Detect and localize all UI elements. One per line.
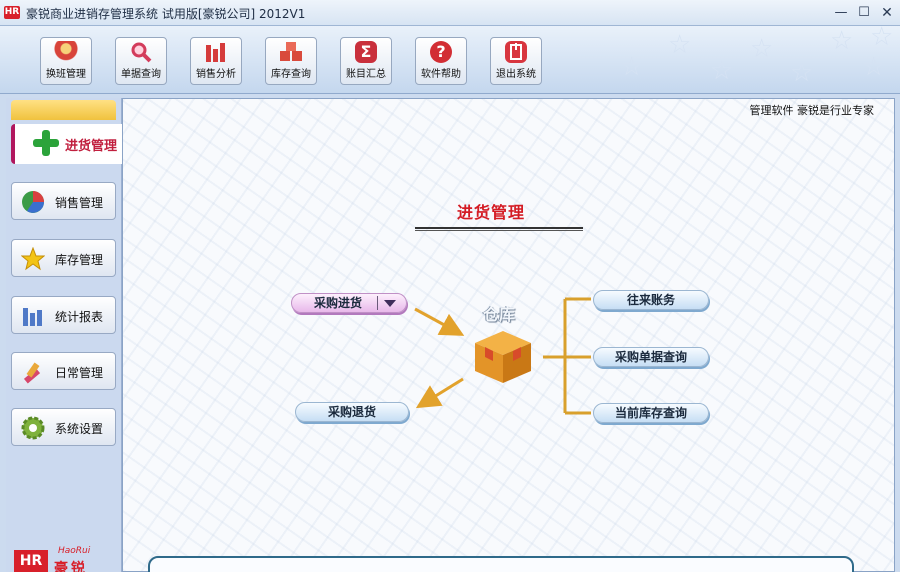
star-icon xyxy=(20,246,46,271)
slogan-text: 管理软件 豪锐是行业专家 xyxy=(749,104,875,117)
company-logo: HR HaoRui 豪锐 xyxy=(14,546,104,572)
purchase-return-button[interactable]: 采购退货 xyxy=(295,402,409,422)
help-icon: ? xyxy=(430,41,452,63)
plus-icon xyxy=(33,130,59,156)
inventory-query-button[interactable]: 库存查询 xyxy=(265,37,317,85)
report-bars-icon xyxy=(21,304,45,328)
title-underline xyxy=(415,227,583,231)
magnifier-icon xyxy=(128,41,154,63)
software-help-button[interactable]: ? 软件帮助 xyxy=(415,37,467,85)
main-panel: 管理软件 豪锐是行业专家 进货管理 采购进货 采购退货 仓库 往来账务 采购单据… xyxy=(122,98,895,572)
chevron-down-icon[interactable] xyxy=(384,300,396,307)
shift-management-button[interactable]: 换班管理 xyxy=(40,37,92,85)
exit-system-button[interactable]: 退出系统 xyxy=(490,37,542,85)
user-switch-icon xyxy=(53,41,79,63)
account-summary-button[interactable]: Σ 账目汇总 xyxy=(340,37,392,85)
sidebar-item-statistics-report[interactable]: 统计报表 xyxy=(11,296,116,334)
bottom-panel xyxy=(148,556,854,572)
purchase-in-button[interactable]: 采购进货 xyxy=(291,293,407,313)
sidebar-header-bar xyxy=(11,100,116,120)
sidebar-item-purchase-management[interactable]: 进货管理 xyxy=(11,124,127,164)
flow-connectors xyxy=(414,297,591,415)
power-icon xyxy=(505,41,527,63)
sidebar-item-inventory-management[interactable]: 库存管理 xyxy=(11,239,116,277)
sidebar-item-system-settings[interactable]: 系统设置 xyxy=(11,408,116,446)
arrow-purchase-return xyxy=(415,377,464,409)
title-bar: HR 豪锐商业进销存管理系统 试用版[豪锐公司] 2012V1 — ☐ ✕ xyxy=(0,0,900,26)
arrow-purchase-in xyxy=(414,307,465,336)
bar-chart-icon xyxy=(203,41,229,63)
tools-icon xyxy=(21,360,45,384)
toolbar: ☆☆ ☆☆ ☆☆ ☆☆ 换班管理 单据查询 销售分析 库存查询 Σ 账目汇总 ?… xyxy=(0,26,900,94)
purchase-document-query-button[interactable]: 采购单据查询 xyxy=(593,347,709,367)
close-button[interactable]: ✕ xyxy=(881,5,893,21)
sales-analysis-button[interactable]: 销售分析 xyxy=(190,37,242,85)
minimize-button[interactable]: — xyxy=(834,5,848,20)
page-title: 进货管理 xyxy=(457,203,526,222)
accounts-button[interactable]: 往来账务 xyxy=(593,290,709,310)
sidebar: 进货管理 销售管理 库存管理 统计报表 日常管理 系统设置 HR HaoRui … xyxy=(6,98,127,572)
current-stock-query-button[interactable]: 当前库存查询 xyxy=(593,403,709,423)
pie-chart-icon xyxy=(21,190,45,214)
maximize-button[interactable]: ☐ xyxy=(858,5,870,20)
warehouse-label: 仓库 xyxy=(483,305,516,324)
sidebar-item-daily-management[interactable]: 日常管理 xyxy=(11,352,116,390)
document-query-button[interactable]: 单据查询 xyxy=(115,37,167,85)
star-decoration: ☆☆ ☆☆ ☆☆ ☆☆ xyxy=(620,26,894,88)
warehouse-box-icon xyxy=(471,327,535,385)
gear-icon xyxy=(21,416,45,440)
window-title: 豪锐商业进销存管理系统 试用版[豪锐公司] 2012V1 xyxy=(26,7,306,21)
boxes-icon xyxy=(278,41,304,63)
connector-bracket xyxy=(543,297,591,415)
sigma-icon: Σ xyxy=(355,41,377,63)
app-icon: HR xyxy=(4,6,20,19)
sidebar-item-sales-management[interactable]: 销售管理 xyxy=(11,182,116,220)
